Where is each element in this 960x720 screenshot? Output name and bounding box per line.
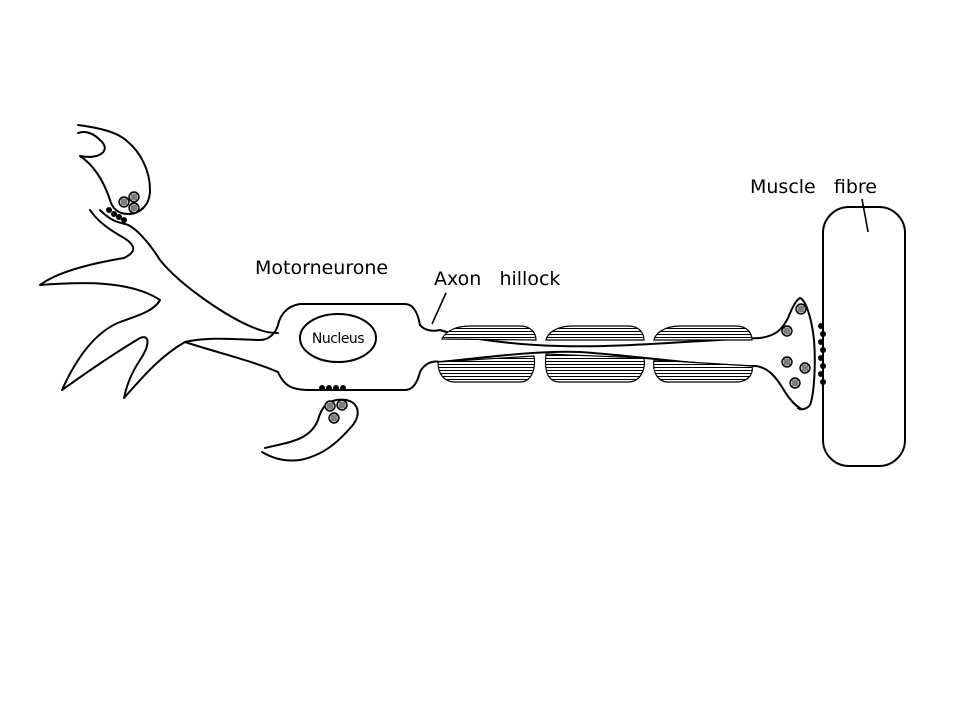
vesicle (128, 191, 140, 203)
myelin-segment (437, 355, 536, 383)
muscle-fibre-label: Muscle fibre (750, 176, 877, 198)
myelin-segment (544, 353, 645, 383)
nucleus: Nucleus (299, 313, 377, 363)
vesicle (795, 303, 807, 315)
myelin-segment (653, 359, 753, 383)
vesicle (781, 325, 793, 337)
motor-neurone-body (39, 209, 441, 399)
axon-hillock-pointer (431, 292, 447, 325)
synaptic-receptors-upper (106, 207, 127, 223)
vesicle (336, 399, 348, 411)
vesicle (789, 377, 801, 389)
upper-presynaptic-terminal (77, 124, 151, 223)
nucleus-label: Nucleus (312, 331, 364, 347)
vesicle (128, 202, 140, 214)
lower-presynaptic-terminal (261, 385, 359, 462)
muscle-fibre (822, 206, 906, 467)
synaptic-receptors-lower (319, 385, 346, 391)
myelin-sheath (437, 325, 753, 383)
muscle-fibre-pointer (861, 198, 869, 233)
vesicle (799, 362, 811, 374)
vesicle (781, 356, 793, 368)
myelin-segment (545, 325, 645, 341)
axon (439, 297, 801, 409)
myelin-segment (653, 325, 753, 341)
vesicle (118, 196, 130, 208)
vesicle (324, 400, 336, 412)
motor-neurone-label: Motorneurone (255, 257, 388, 279)
axon-hillock-label: Axon hillock (434, 268, 560, 290)
myelin-segment (441, 325, 537, 341)
vesicle (328, 412, 340, 424)
